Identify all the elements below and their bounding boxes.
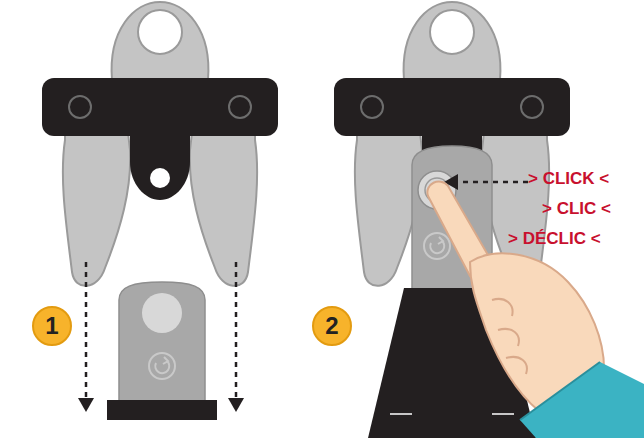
callout-number: 2 xyxy=(325,314,338,338)
callout-circle: 2 xyxy=(312,306,352,346)
click-label: > DÉCLIC < xyxy=(508,230,601,249)
callout-number: 1 xyxy=(45,314,58,338)
click-label: > CLIC < xyxy=(542,200,611,219)
callout-circle: 1 xyxy=(32,306,72,346)
click-label: > CLICK < xyxy=(528,170,609,189)
